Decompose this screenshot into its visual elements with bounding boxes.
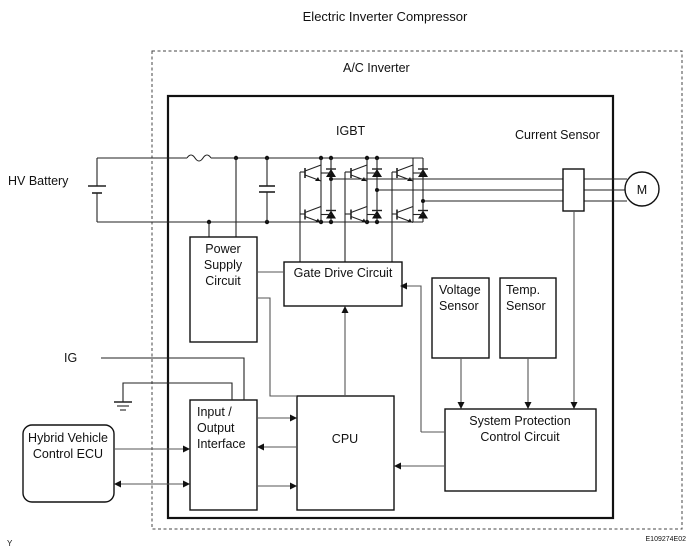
dc-power-rails [97, 154, 423, 223]
current-sensor [562, 168, 585, 212]
battery-symbol [88, 158, 106, 222]
motor-label: M [637, 183, 647, 197]
power-supply-circuit: Power Supply Circuit [189, 236, 258, 343]
svg-text:CPU: CPU [332, 432, 358, 446]
svg-text:Sensor: Sensor [439, 299, 479, 313]
igbt-label: IGBT [336, 124, 366, 138]
svg-text:Interface: Interface [197, 437, 246, 451]
current-sensor-label: Current Sensor [515, 128, 600, 142]
svg-text:Power: Power [205, 242, 240, 256]
svg-text:Control ECU: Control ECU [33, 447, 103, 461]
svg-text:Gate Drive Circuit: Gate Drive Circuit [294, 266, 393, 280]
motor-symbol [624, 171, 660, 207]
temp-sensor: Temp. Sensor [499, 277, 557, 359]
hybrid-vehicle-ecu: Hybrid Vehicle Control ECU [22, 424, 115, 503]
svg-text:Control Circuit: Control Circuit [480, 430, 560, 444]
ground-symbol [114, 401, 132, 411]
gate-signal-lines [299, 171, 397, 262]
svg-text:Supply: Supply [204, 258, 243, 272]
ig-label: IG [64, 351, 77, 365]
signal-arrows [114, 282, 578, 490]
inverter-label: A/C Inverter [343, 61, 410, 75]
svg-text:System Protection: System Protection [469, 414, 570, 428]
svg-text:Voltage: Voltage [439, 283, 481, 297]
inverter-boundary [166, 94, 615, 520]
io-interface: Input / Output Interface [189, 399, 258, 511]
svg-text:Circuit: Circuit [205, 274, 241, 288]
compressor-boundary [151, 50, 683, 530]
gate-drive-circuit: Gate Drive Circuit [283, 261, 403, 307]
smoothing-capacitor [259, 158, 275, 222]
svg-text:Output: Output [197, 421, 235, 435]
svg-text:Temp.: Temp. [506, 283, 540, 297]
svg-text:Input /: Input / [197, 405, 232, 419]
figure-code: E109274E02 [646, 536, 687, 543]
cpu: CPU [296, 395, 395, 511]
svg-text:Hybrid Vehicle: Hybrid Vehicle [28, 431, 108, 445]
svg-text:Sensor: Sensor [506, 299, 546, 313]
corner-left-mark: Y [7, 539, 13, 548]
system-protection-circuit: System Protection Control Circuit [444, 408, 597, 492]
voltage-sensor: Voltage Sensor [431, 277, 490, 359]
internal-wiring [101, 211, 575, 487]
hv-battery-label: HV Battery [8, 174, 69, 188]
diagram-title: Electric Inverter Compressor [303, 9, 468, 24]
